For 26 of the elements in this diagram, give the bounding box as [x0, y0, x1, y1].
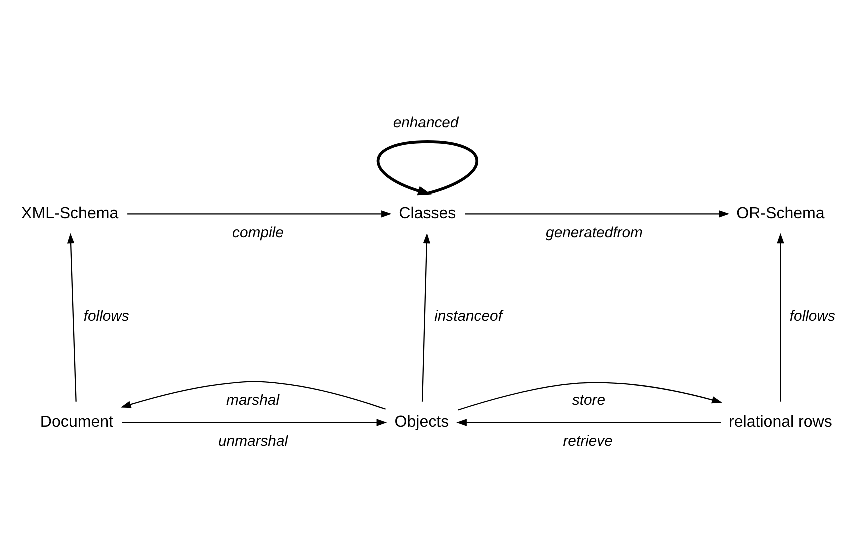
arrow — [128, 210, 392, 218]
edge-label: retrieve — [563, 434, 613, 450]
edge-label: marshal — [226, 392, 280, 409]
node-text: Objects — [394, 413, 450, 432]
arrow — [377, 140, 478, 196]
arrow — [67, 233, 77, 402]
node-text: XML-Schema — [22, 204, 119, 222]
node-text: Document — [40, 413, 114, 432]
edge-label: compile — [232, 226, 284, 242]
arrow — [465, 210, 730, 218]
arrow — [422, 233, 431, 402]
arrow — [120, 381, 386, 410]
arrow — [458, 382, 722, 411]
node-text: OR-Schema — [736, 204, 825, 222]
edge-label: generatedfrom — [546, 226, 643, 242]
node-text: Classes — [399, 204, 456, 222]
edge-label: instanceof — [434, 309, 502, 326]
arrow — [456, 419, 722, 426]
edge-label: follows — [84, 309, 130, 326]
arrow — [122, 419, 388, 426]
edge-label: enhanced — [393, 116, 459, 132]
node-text: relational rows — [729, 413, 832, 432]
edge-label: unmarshal — [218, 434, 288, 450]
arrow — [777, 233, 784, 402]
edge-label: store — [572, 392, 606, 409]
edge-label: follows — [790, 309, 836, 326]
